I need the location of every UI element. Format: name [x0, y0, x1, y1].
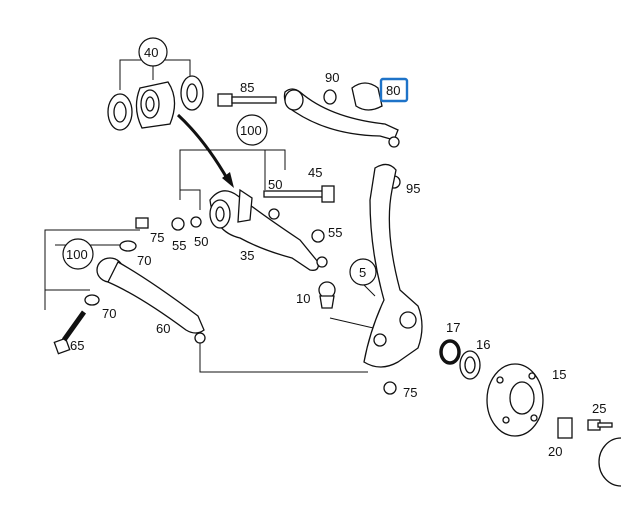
label-95: 95: [406, 181, 420, 196]
brake-disc-edge: [598, 437, 621, 487]
label-55-right: 55: [328, 225, 342, 240]
label-65: 65: [70, 338, 84, 353]
label-45: 45: [308, 165, 322, 180]
assembly-arrow: [176, 113, 234, 188]
label-16: 16: [476, 337, 490, 352]
label-55-left: 55: [172, 238, 186, 253]
label-70-lower: 70: [102, 306, 116, 321]
label-70-upper: 70: [137, 253, 151, 268]
label-5: 5: [359, 265, 366, 280]
label-40: 40: [144, 45, 158, 60]
nut-20[interactable]: [557, 417, 573, 439]
label-100-upper: 100: [240, 123, 262, 138]
callout-5[interactable]: [349, 258, 377, 286]
screw-25[interactable]: [587, 419, 613, 431]
callout-100-left[interactable]: [62, 238, 94, 270]
label-10: 10: [296, 291, 310, 306]
label-25: 25: [592, 401, 606, 416]
callout-80-highlight[interactable]: [379, 77, 409, 103]
label-50-lower: 50: [194, 234, 208, 249]
seal-17[interactable]: [439, 339, 461, 365]
label-85: 85: [240, 80, 254, 95]
wheel-hub-15[interactable]: [486, 363, 544, 437]
steering-knuckle[interactable]: [363, 163, 423, 368]
label-90: 90: [325, 70, 339, 85]
label-100-left: 100: [66, 247, 88, 262]
callout-40[interactable]: [138, 37, 168, 67]
bushing-set-40[interactable]: [107, 75, 204, 131]
wheel-bearing-16[interactable]: [459, 350, 481, 380]
bolt-65[interactable]: [53, 310, 87, 355]
label-75-upper: 75: [150, 230, 164, 245]
label-17: 17: [446, 320, 460, 335]
label-15: 15: [552, 367, 566, 382]
part-number-labels: 40 85 90 80 100 45 50 95 75 55 50 55 100…: [66, 45, 606, 459]
label-60: 60: [156, 321, 170, 336]
label-20: 20: [548, 444, 562, 459]
upper-control-arm[interactable]: [283, 82, 400, 148]
bolt-85[interactable]: [217, 93, 277, 107]
lower-control-arm[interactable]: [209, 188, 328, 271]
label-75-lower: 75: [403, 385, 417, 400]
label-35: 35: [240, 248, 254, 263]
ball-joint-10[interactable]: [318, 281, 336, 309]
callout-100-upper[interactable]: [236, 114, 268, 146]
tension-strut[interactable]: [96, 257, 206, 356]
bolt-45[interactable]: [263, 185, 335, 203]
label-50-upper: 50: [268, 177, 282, 192]
label-80: 80: [386, 83, 400, 98]
